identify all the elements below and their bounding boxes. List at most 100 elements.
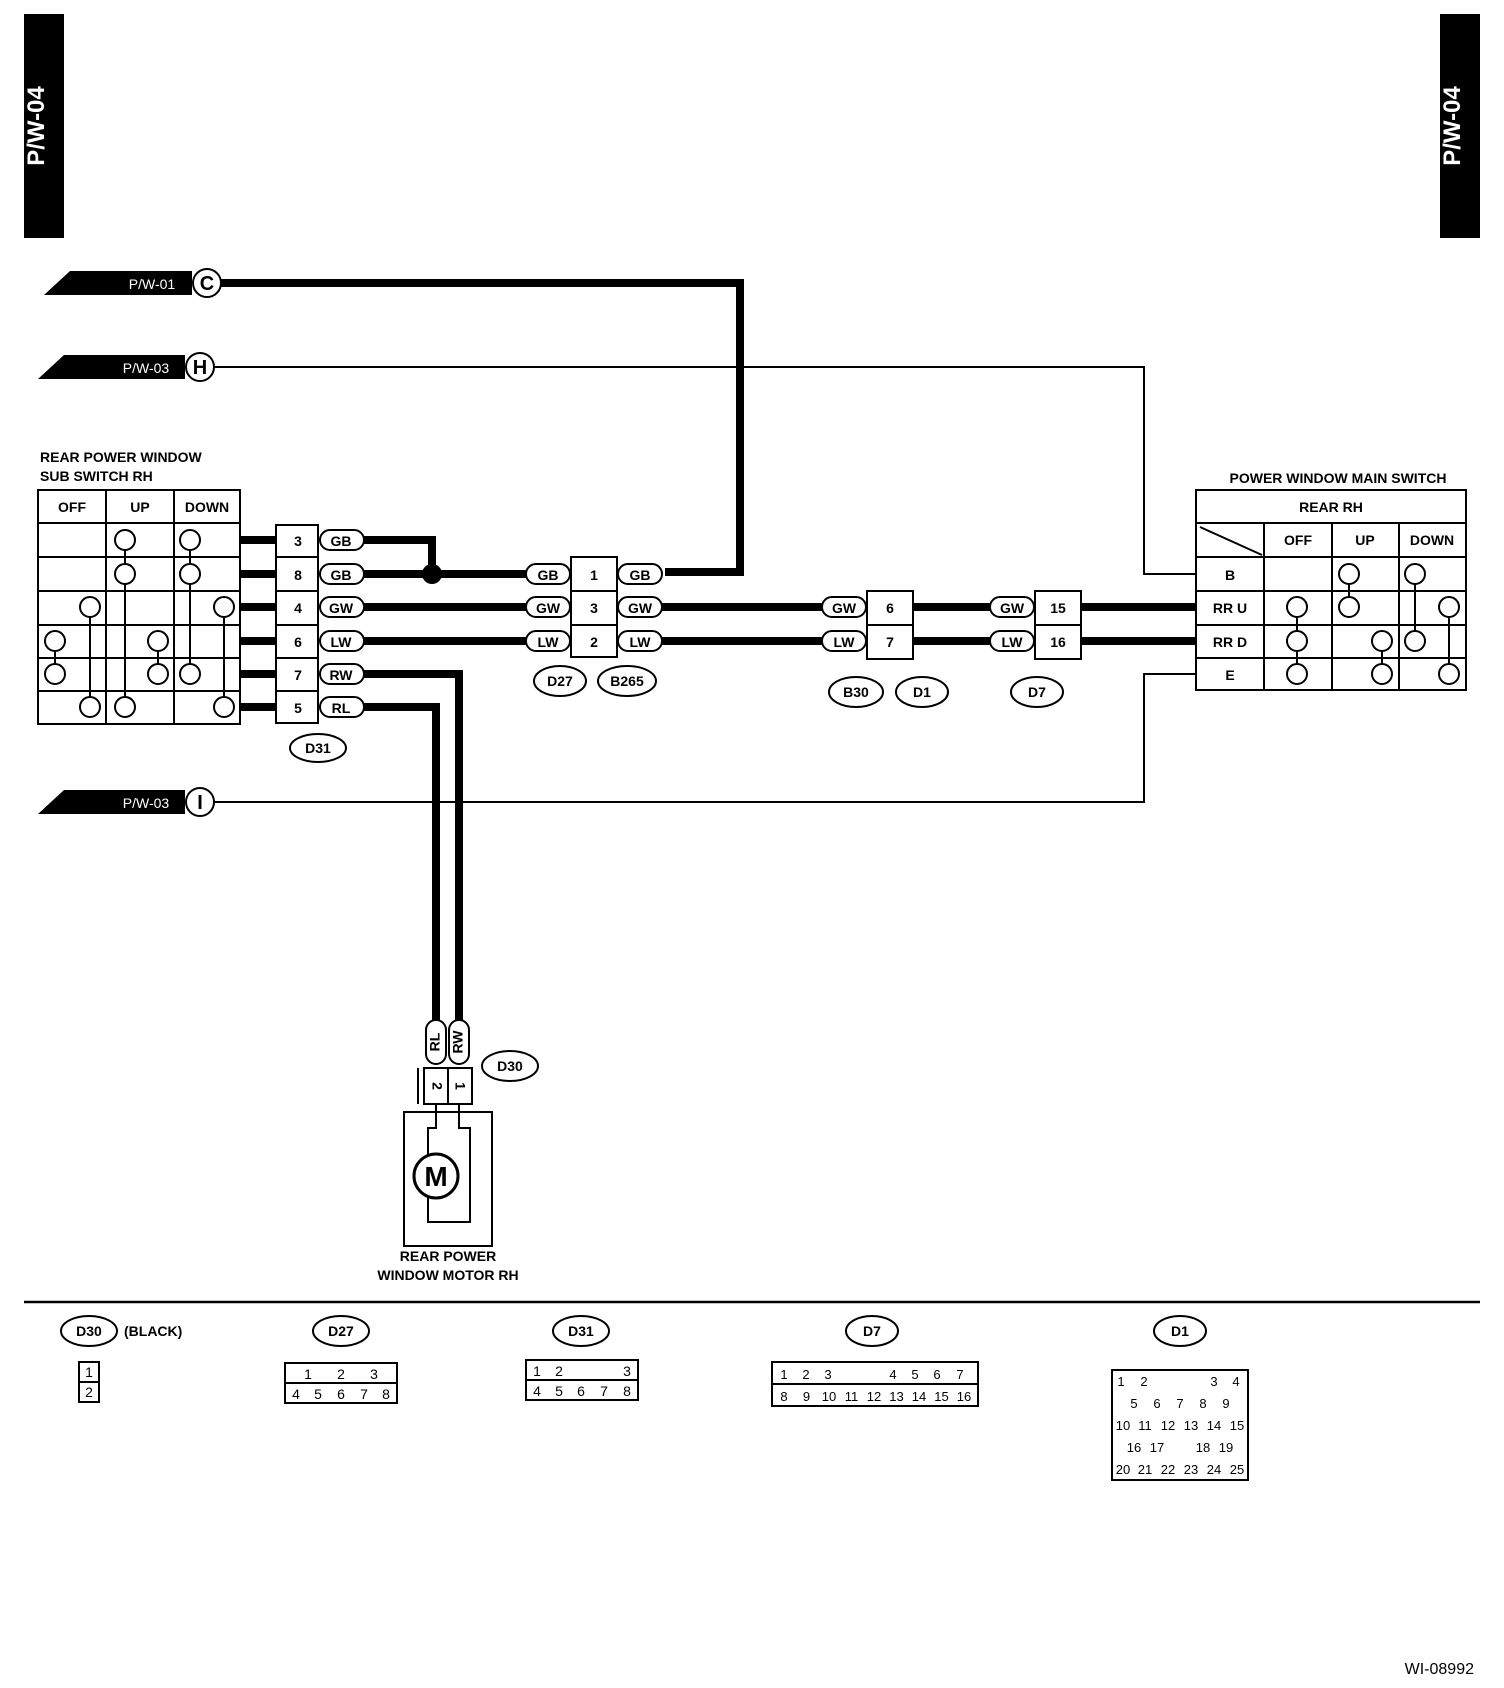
legend-pin: 12 [867,1389,881,1404]
legend-pin: 15 [934,1389,948,1404]
svg-text:6: 6 [337,1386,345,1402]
svg-text:8: 8 [623,1383,631,1399]
legend-pin: 4 [889,1367,896,1382]
legend-pin: 5 [1130,1396,1137,1411]
legend-pin: 18 [1196,1440,1210,1455]
page-code-left: P/W-04 [23,14,64,238]
legend-pin: 7 [1176,1396,1183,1411]
svg-text:WINDOW MOTOR RH: WINDOW MOTOR RH [377,1267,518,1283]
svg-text:C: C [200,273,214,295]
legend-pin: 9 [1222,1396,1229,1411]
svg-text:D31: D31 [568,1323,594,1339]
svg-text:POWER WINDOW MAIN SWITCH: POWER WINDOW MAIN SWITCH [1230,470,1447,486]
svg-text:D30: D30 [497,1058,523,1074]
main-switch: POWER WINDOW MAIN SWITCH REAR RH OFF UP … [1195,470,1467,691]
svg-text:6: 6 [886,600,894,616]
legend-d27: D27 1 2 3 4 5 6 7 8 [284,1315,398,1404]
legend-pin: 6 [1153,1396,1160,1411]
legend-pin: 7 [956,1367,963,1382]
figure-id: WI-08992 [1405,1661,1474,1678]
motor-assembly: RL RW 2 1 D30 M REAR POWER WINDOW MOTOR … [377,1019,539,1283]
svg-text:GW: GW [536,600,561,616]
connector-d31: 3 8 4 6 7 5 GB GB GW LW RW RL D31 [275,524,365,763]
legend-pin: 5 [911,1367,918,1382]
legend-pin: 1 [780,1367,787,1382]
svg-text:1: 1 [304,1366,312,1382]
legend-pin: 19 [1219,1440,1233,1455]
svg-text:UP: UP [130,499,149,515]
svg-text:1: 1 [452,1082,468,1090]
svg-text:1: 1 [533,1363,541,1379]
wire-e-ground [214,673,1196,803]
legend-pin: 17 [1150,1440,1164,1455]
legend-pin: 3 [1210,1374,1217,1389]
legend-pin: 10 [822,1389,836,1404]
svg-text:GW: GW [1000,600,1025,616]
svg-text:2: 2 [429,1082,445,1090]
svg-text:LW: LW [630,634,652,650]
svg-text:SUB SWITCH RH: SUB SWITCH RH [40,468,153,484]
svg-text:D31: D31 [305,740,331,756]
svg-text:4: 4 [292,1386,300,1402]
legend-pin: 11 [845,1389,859,1404]
svg-text:REAR RH: REAR RH [1299,499,1363,515]
svg-text:H: H [193,357,207,379]
svg-text:2: 2 [337,1366,345,1382]
legend-pin: 14 [912,1389,926,1404]
legend-pin: 2 [802,1367,809,1382]
svg-text:E: E [1225,667,1234,683]
svg-text:P/W-03: P/W-03 [123,360,170,376]
svg-text:LW: LW [331,634,353,650]
svg-text:2: 2 [555,1363,563,1379]
svg-text:7: 7 [600,1383,608,1399]
svg-text:2: 2 [85,1384,93,1400]
svg-text:P/W-04: P/W-04 [1439,86,1466,166]
svg-text:3: 3 [370,1366,378,1382]
svg-text:4: 4 [294,600,302,616]
svg-text:7: 7 [360,1386,368,1402]
svg-text:D7: D7 [863,1323,881,1339]
legend-pin: 10 [1116,1418,1130,1433]
legend-pin: 16 [957,1389,971,1404]
svg-text:RW: RW [329,667,353,683]
offpage-connector-c: P/W-01 C [44,268,222,298]
svg-text:8: 8 [382,1386,390,1402]
svg-text:5: 5 [555,1383,563,1399]
legend-d31: D31 1 2 3 4 5 6 7 8 [525,1315,639,1401]
svg-text:LW: LW [1002,634,1024,650]
wire-gb-feed [221,279,744,576]
svg-text:OFF: OFF [58,499,86,515]
legend-pin: 21 [1138,1462,1152,1477]
svg-text:D30: D30 [76,1323,102,1339]
svg-text:4: 4 [533,1383,541,1399]
offpage-connector-i: P/W-03 I [38,787,215,817]
legend-pin: 13 [889,1389,903,1404]
svg-text:8: 8 [294,567,302,583]
svg-text:DOWN: DOWN [1410,532,1454,548]
svg-text:D27: D27 [328,1323,354,1339]
svg-text:1: 1 [85,1364,93,1380]
wire-b-feed [214,366,1196,575]
legend-pin: 8 [780,1389,787,1404]
legend-pin: 6 [933,1367,940,1382]
legend-pin: 13 [1184,1418,1198,1433]
svg-text:(BLACK): (BLACK) [124,1323,182,1339]
svg-text:RW: RW [450,1030,466,1054]
svg-text:3: 3 [623,1363,631,1379]
svg-text:D7: D7 [1028,684,1046,700]
svg-text:DOWN: DOWN [185,499,229,515]
svg-text:GW: GW [832,600,857,616]
svg-text:GB: GB [331,567,352,583]
svg-text:7: 7 [886,634,894,650]
svg-text:2: 2 [590,634,598,650]
connector-d27-b265: GB GW LW 1 3 2 GB GW LW D27 B265 [525,556,663,697]
legend-pin: 24 [1207,1462,1221,1477]
legend-pin: 25 [1230,1462,1244,1477]
legend-pin: 1 [1117,1374,1124,1389]
svg-text:RL: RL [427,1032,443,1051]
legend-pin: 20 [1116,1462,1130,1477]
svg-text:REAR POWER: REAR POWER [400,1248,496,1264]
